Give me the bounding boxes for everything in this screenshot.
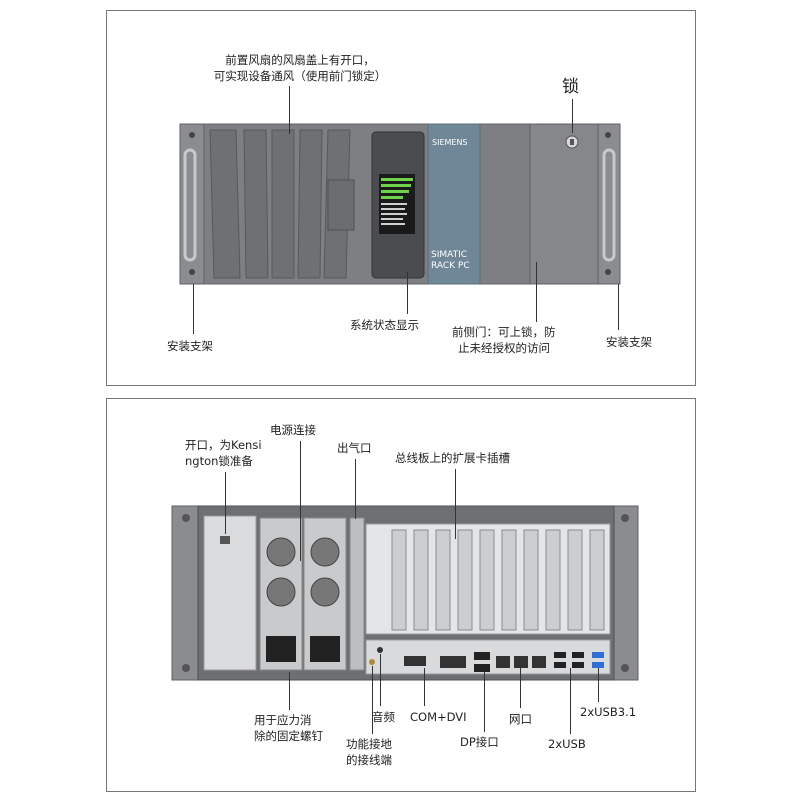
label-side-door-line-1: 前侧门：可上锁，防 bbox=[452, 325, 556, 339]
leader-usb31 bbox=[598, 668, 599, 702]
rear-right-rack-ear bbox=[611, 505, 639, 681]
leader-fan-vent bbox=[289, 86, 290, 134]
leader-expansion bbox=[455, 469, 456, 539]
usb2-port-2 bbox=[554, 662, 566, 668]
leader-power bbox=[300, 441, 301, 561]
label-mount-right: 安装支架 bbox=[606, 335, 652, 349]
expansion-slot-brackets bbox=[391, 529, 605, 631]
label-lan: 网口 bbox=[509, 712, 532, 726]
dp-port-2 bbox=[474, 664, 490, 672]
leader-lock bbox=[572, 99, 573, 133]
usb2-port-3 bbox=[572, 652, 584, 658]
brand-panel bbox=[427, 123, 481, 285]
leader-side-door bbox=[536, 262, 537, 322]
lan-port-3 bbox=[532, 656, 546, 668]
label-ground-line-1: 功能接地 bbox=[346, 737, 392, 751]
label-usb2: 2xUSB bbox=[548, 737, 586, 751]
leader-com-dvi bbox=[424, 668, 425, 706]
rear-left-rack-ear bbox=[171, 505, 201, 681]
usb2-port-1 bbox=[554, 652, 566, 658]
lan-port-2 bbox=[514, 656, 528, 668]
usb31-port-1 bbox=[592, 652, 604, 658]
usb31-port-2 bbox=[592, 662, 604, 668]
label-mount-left: 安装支架 bbox=[167, 339, 213, 353]
label-power: 电源连接 bbox=[270, 423, 316, 437]
label-kensington-line-2: ngton锁准备 bbox=[185, 454, 253, 468]
label-fan-vent-line-2: 可实现设备通风（使用前门锁定） bbox=[213, 69, 387, 83]
label-status-display: 系统状态显示 bbox=[350, 318, 419, 332]
leader-status-display bbox=[407, 272, 408, 314]
model-name-line-1: SIMATIC bbox=[431, 250, 468, 260]
exhaust-outlet bbox=[349, 517, 365, 671]
com-port bbox=[404, 656, 426, 666]
audio-jack bbox=[377, 647, 383, 653]
label-dp: DP接口 bbox=[460, 735, 499, 749]
leader-usb2 bbox=[570, 668, 571, 734]
model-name-line-2: RACK PC bbox=[431, 261, 470, 271]
ground-terminal bbox=[369, 659, 375, 665]
power-inlet-2 bbox=[310, 636, 340, 662]
dvi-port bbox=[440, 656, 466, 668]
leader-dp bbox=[484, 672, 485, 732]
kensington-slot bbox=[220, 536, 230, 544]
label-com-dvi: COM+DVI bbox=[410, 710, 467, 724]
label-expansion: 总线板上的扩展卡插槽 bbox=[395, 451, 510, 465]
leader-kensington bbox=[225, 472, 226, 534]
lan-port-1 bbox=[496, 656, 510, 668]
front-side-door bbox=[529, 123, 599, 285]
leader-lan bbox=[520, 668, 521, 708]
leader-mount-right bbox=[618, 284, 619, 330]
brand-logo-text: SIEMENS bbox=[432, 138, 468, 147]
label-kensington-line-1: 开口，为Kensi bbox=[185, 438, 262, 452]
label-lock: 锁 bbox=[562, 77, 579, 97]
leader-outlet bbox=[355, 459, 356, 519]
label-outlet: 出气口 bbox=[337, 441, 372, 455]
leader-audio bbox=[380, 654, 381, 706]
dp-port-1 bbox=[474, 652, 490, 660]
leader-ground bbox=[372, 666, 373, 734]
label-usb31: 2xUSB3.1 bbox=[580, 705, 637, 719]
label-screws-line-1: 用于应力消 bbox=[254, 713, 312, 727]
leader-screws bbox=[289, 672, 290, 710]
label-screws-line-2: 除的固定螺钉 bbox=[254, 729, 323, 743]
label-fan-vent-line-1: 前置风扇的风扇盖上有开口， bbox=[225, 53, 375, 67]
usb2-port-4 bbox=[572, 662, 584, 668]
power-inlet-1 bbox=[266, 636, 296, 662]
label-audio: 音频 bbox=[372, 710, 395, 724]
leader-mount-left bbox=[193, 284, 194, 334]
label-ground-line-2: 的接线端 bbox=[346, 753, 392, 767]
front-fan-cover bbox=[209, 129, 351, 279]
label-side-door-line-2: 止未经授权的访问 bbox=[458, 341, 550, 355]
